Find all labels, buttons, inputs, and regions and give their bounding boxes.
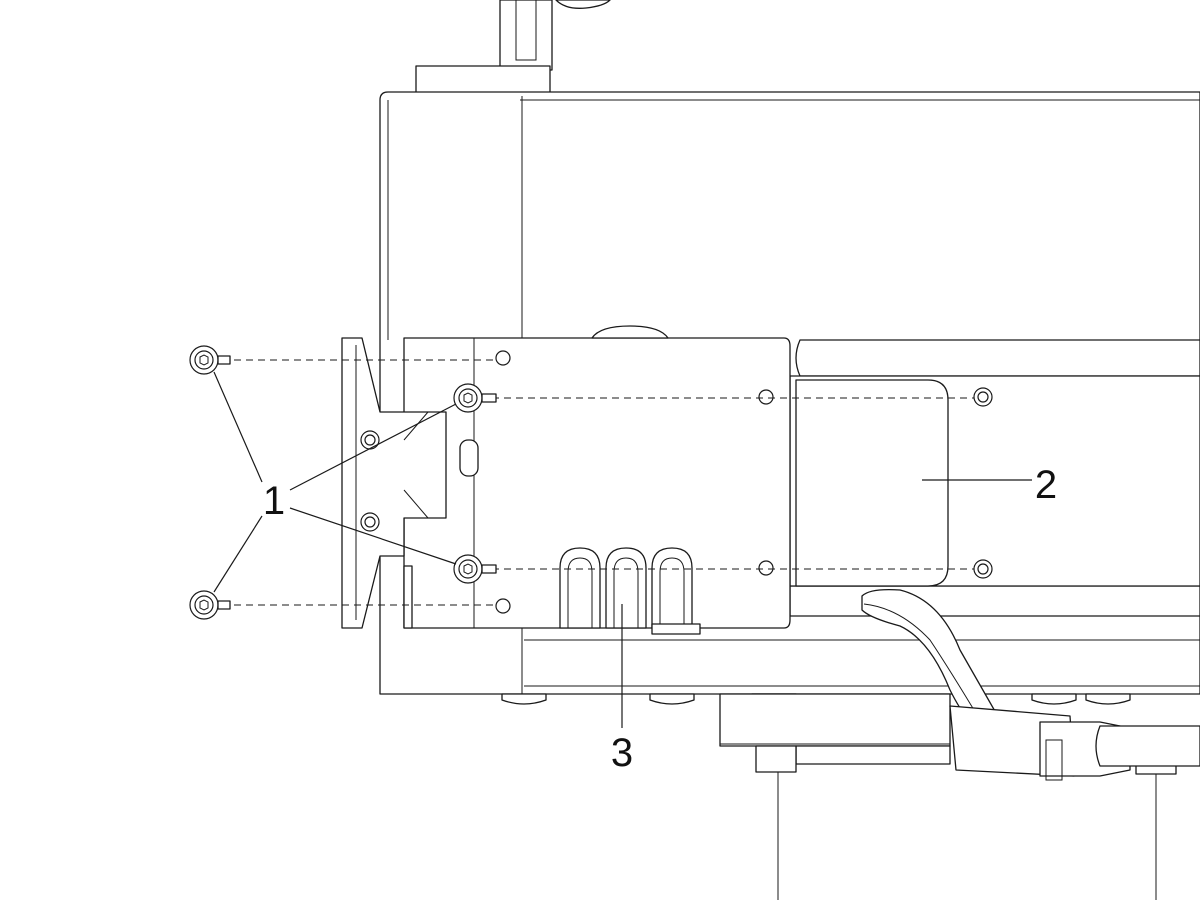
screw-icon [189,590,231,620]
callout-2: 2 [1035,463,1057,507]
callout-3: 3 [611,731,633,775]
leader-lines [213,371,1032,728]
mounting-plate [795,379,993,587]
screw-icon [453,383,497,413]
screw-icon [453,554,497,584]
screw-icon [189,345,231,375]
callout-1: 1 [263,479,285,523]
top-bracket [415,0,611,97]
side-bracket [341,337,447,629]
hose-clips [559,547,701,635]
base-block [719,693,1177,900]
hose [861,588,1200,781]
alignment-lines [234,359,974,606]
